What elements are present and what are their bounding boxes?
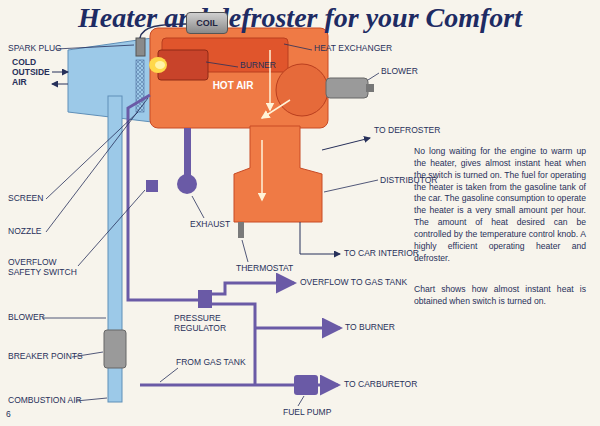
part-label: COMBUSTION AIR <box>8 396 82 406</box>
part-label: BLOWER <box>381 67 418 77</box>
part-label: COLD OUTSIDE AIR <box>12 58 52 87</box>
part-label: FUEL PUMP <box>283 408 331 418</box>
part-label: TO CAR INTERIOR <box>344 249 419 259</box>
page-title: Heater and defroster for your Comfort <box>0 2 600 34</box>
part-label: THERMOSTAT <box>236 264 293 274</box>
part-label: BREAKER POINTS <box>8 352 83 362</box>
part-label: FROM GAS TANK <box>176 358 246 368</box>
part-label: HEAT EXCHANGER <box>314 44 392 54</box>
part-label: EXHAUST <box>190 220 230 230</box>
description-text: No long waiting for the engine to warm u… <box>414 146 586 265</box>
page-number: 6 <box>6 410 11 420</box>
part-label: TO DEFROSTER <box>374 126 440 136</box>
part-label: TO BURNER <box>345 323 395 333</box>
part-label: TO CARBURETOR <box>344 380 417 390</box>
part-name: HOT AIR <box>213 80 254 91</box>
part-label: NOZZLE <box>8 227 42 237</box>
part-label: OVERFLOW SAFETY SWITCH <box>8 258 78 278</box>
part-label: OVERFLOW TO GAS TANK <box>300 278 407 288</box>
heat-exchanger: HOT AIR <box>208 76 258 94</box>
part-label: SPARK PLUG <box>8 44 62 54</box>
part-label: SCREEN <box>8 194 43 204</box>
part-label: PRESSURE REGULATOR <box>174 314 244 334</box>
part-label: BLOWER <box>8 313 45 323</box>
coil: COIL <box>186 12 228 34</box>
description-text: Chart shows how almost instant heat is o… <box>414 284 586 308</box>
part-label: BURNER <box>240 61 276 71</box>
part-name: COIL <box>196 18 218 28</box>
